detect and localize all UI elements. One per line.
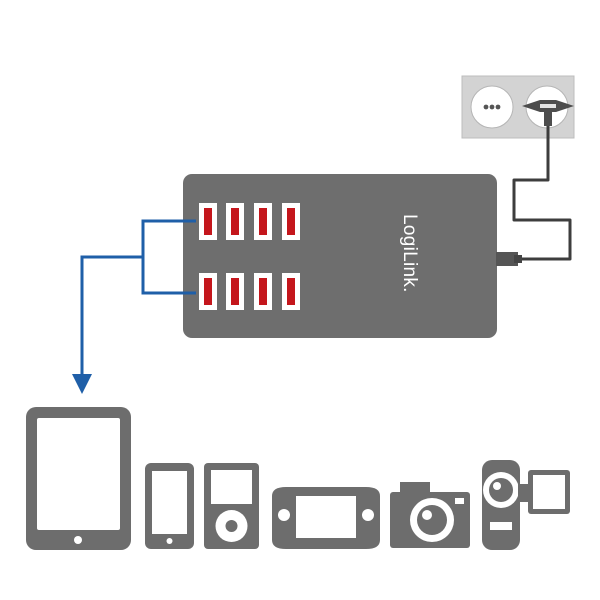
usb-port (254, 203, 272, 240)
mp3-player-icon (204, 463, 259, 549)
connector-lines (80, 219, 196, 378)
usb-port (282, 273, 300, 310)
handheld-console-icon (272, 487, 380, 549)
usb-port (282, 203, 300, 240)
arrow-down-icon (72, 374, 92, 394)
power-plug (522, 100, 574, 126)
usb-port (254, 273, 272, 310)
usb-port (226, 273, 244, 310)
camera-icon (390, 482, 470, 548)
brand-logo: LogiLink. (399, 214, 420, 293)
usb-port (199, 273, 217, 310)
tablet-icon (26, 407, 131, 550)
power-cable (512, 126, 572, 261)
smartphone-icon (145, 463, 194, 549)
camcorder-icon (482, 460, 570, 550)
usb-port-grid (199, 203, 300, 310)
usb-port (226, 203, 244, 240)
usb-port (199, 203, 217, 240)
usb-charger: LogiLink. (183, 174, 522, 338)
